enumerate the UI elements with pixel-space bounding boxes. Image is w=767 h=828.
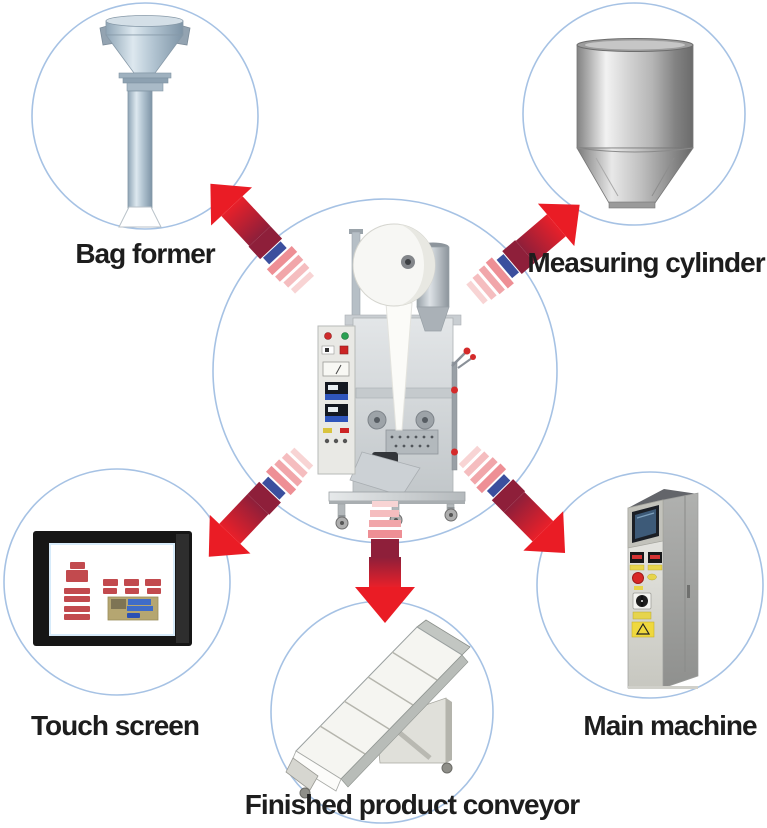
main-machine-illustration — [627, 489, 699, 689]
red-arrow-icon-top-right — [463, 183, 598, 308]
bag-former-illustration — [99, 15, 191, 228]
touch-screen-illustration — [33, 531, 192, 646]
circle-measuring-cylinder — [522, 2, 746, 226]
label-bag-former: Bag former — [75, 238, 215, 269]
red-arrow-icon-down — [355, 501, 415, 623]
circle-touch-screen — [3, 468, 231, 696]
label-main-machine: Main machine — [583, 710, 757, 741]
label-measuring-cylinder: Measuring cylinder — [527, 247, 765, 278]
circle-bag-former — [31, 2, 259, 230]
label-touch-screen: Touch screen — [31, 710, 200, 741]
red-arrow-icon-bottom-left — [188, 444, 317, 576]
conveyor-illustration — [285, 619, 471, 799]
circle-main-machine — [536, 471, 764, 699]
packaging-machine-illustration — [317, 223, 476, 530]
measuring-cylinder-illustration — [576, 38, 694, 209]
label-finished-product-conveyor: Finished product conveyor — [244, 789, 580, 820]
red-arrow-icon-bottom-right — [455, 442, 585, 573]
red-arrow-icon-top-left — [189, 164, 317, 297]
